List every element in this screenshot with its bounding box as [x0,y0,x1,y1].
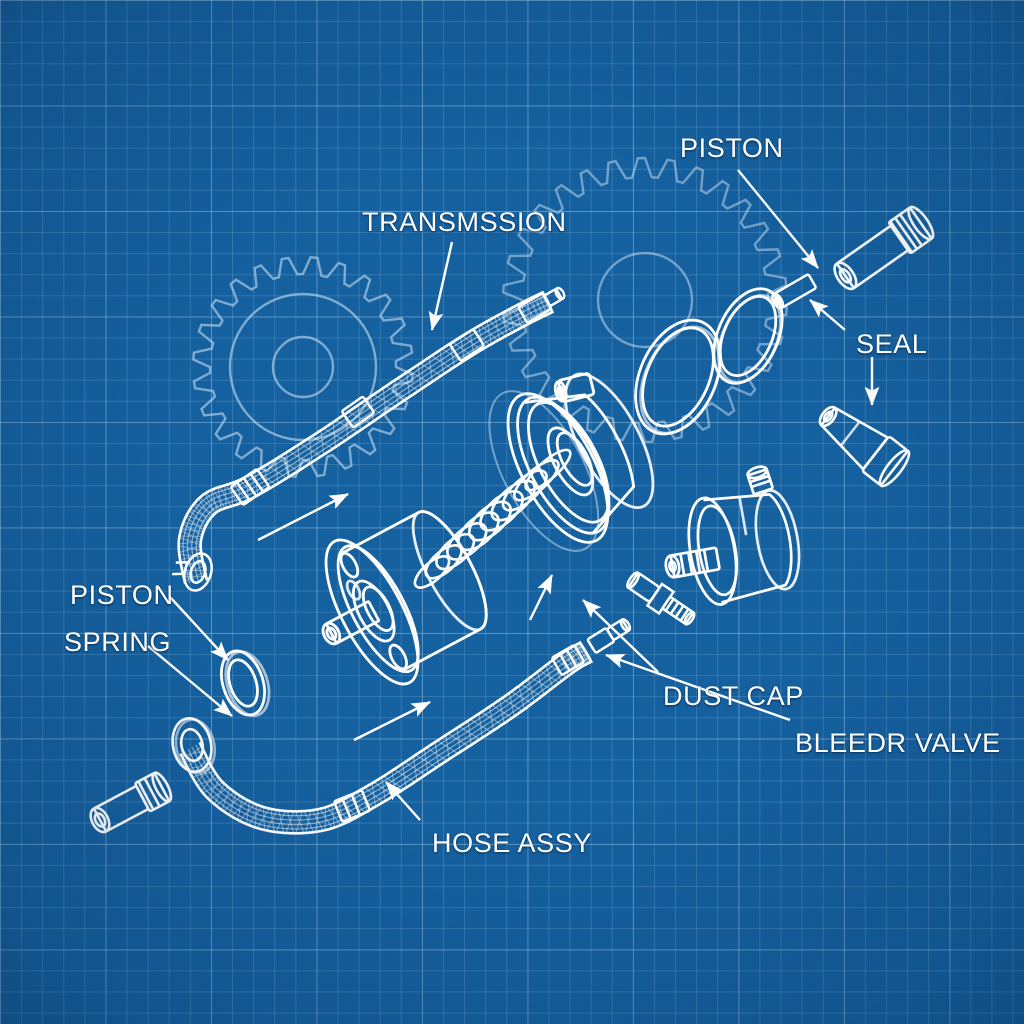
spring-coil [468,500,512,542]
arrow-spring-left [147,645,233,717]
arrow-assembly-1 [257,492,349,542]
label-hose-assy: HOSE ASSY [432,828,592,858]
arrow-assembly-3 [528,574,554,621]
spring-coil [413,555,451,589]
o-ring-large [634,318,722,436]
o-ring-piston-seal [220,649,271,718]
arrow-seal-upper [809,299,846,331]
arrow-assembly-2 [353,700,431,742]
arrow-bleedr [605,653,791,722]
union-fitting-upper-right [833,205,935,291]
spring-coil [524,448,572,492]
o-ring-small [712,287,784,385]
arrow-hose [385,781,421,821]
spring-coil [435,532,476,571]
hose-upper [172,286,566,592]
spring-coil [501,469,548,512]
banjo-eye-fitting [171,716,217,775]
arrow-transmission [428,241,454,331]
union-fitting-lower-left [89,771,173,834]
label-piston-left: PISTON [70,580,174,610]
booster-housing [488,372,655,552]
leader-arrows [147,169,880,821]
label-seal: SEAL [856,329,928,359]
bleeder-screw [626,571,696,626]
label-transmission: TRANSMSSION [362,207,567,237]
label-dust-cap: DUST CAP [663,681,804,711]
valve-body [664,465,801,606]
spring-coil [479,490,524,532]
arrow-piston-top [737,169,819,269]
seal-pin [771,273,817,310]
union-fitting-mid-right [818,405,911,488]
spring-coil [446,522,488,561]
label-spring: SPRING [64,627,172,657]
arrow-piston-left [169,596,229,661]
label-bleedr-valve: BLEEDR VALVE [795,728,1001,758]
arrow-dust-cap [582,599,659,673]
cylinder-body [321,510,488,686]
gear-left [192,256,414,478]
label-piston-top: PISTON [680,133,784,163]
dust-cap-tip [586,618,632,654]
